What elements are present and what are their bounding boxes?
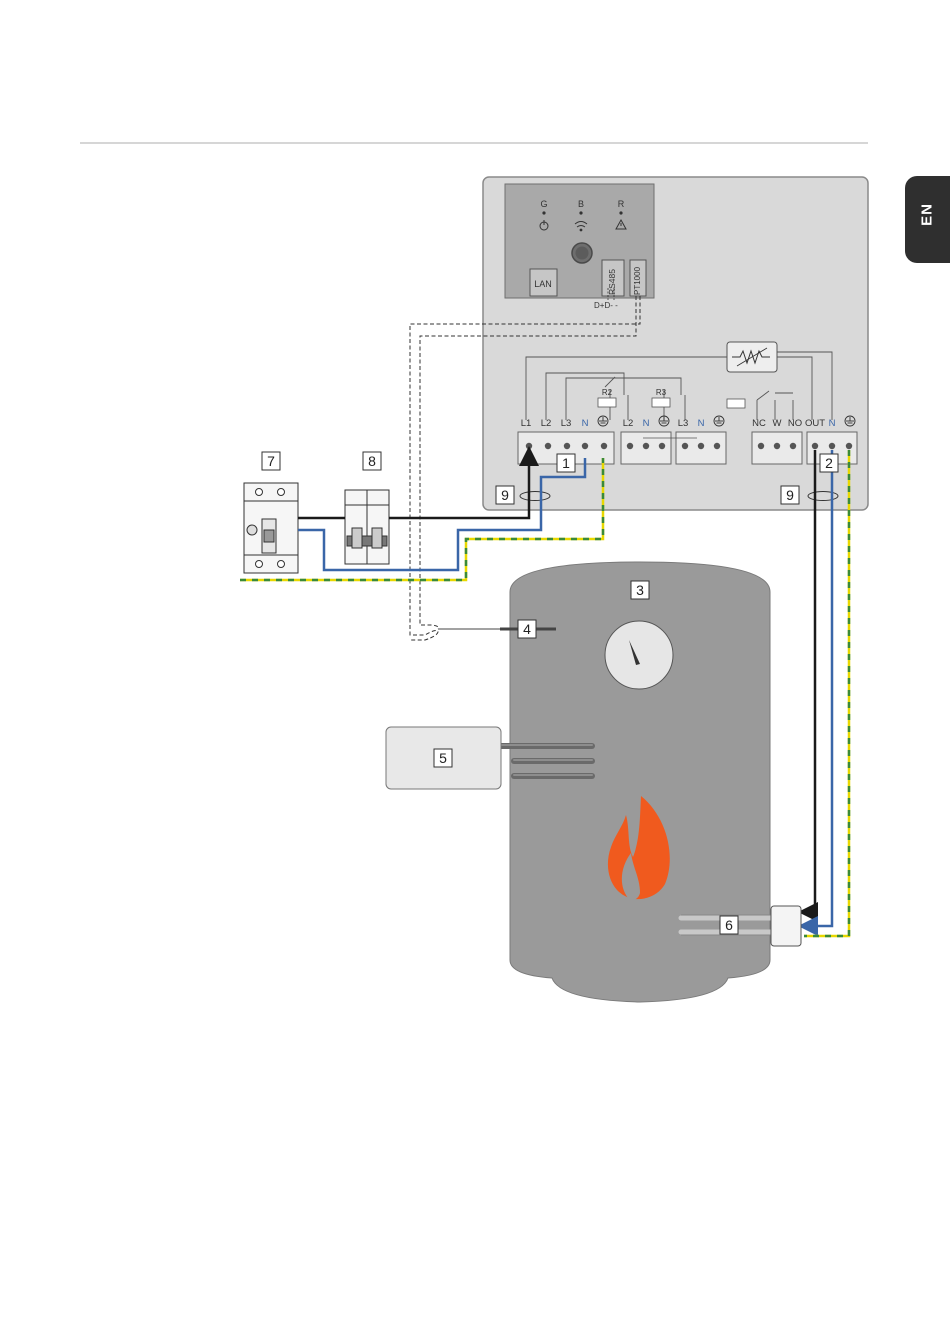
led-g [542, 211, 545, 214]
svg-text:3: 3 [636, 582, 644, 598]
term-label-out: OUT [805, 418, 825, 429]
relay-r3-coil [652, 398, 670, 407]
svg-text:8: 8 [368, 453, 376, 469]
term-label-no: NO [788, 418, 802, 429]
term-label-r2-l2: L2 [623, 418, 634, 429]
residual-current-device [244, 483, 298, 573]
term-label-l3: L3 [561, 418, 572, 429]
callout-8: 8 [363, 452, 381, 470]
thermometer-gauge [605, 621, 673, 689]
wire-out-earth-yellow [804, 450, 849, 936]
term-label-w: W [773, 418, 782, 429]
callout-4: 4 [518, 620, 536, 638]
term-label-l1: L1 [521, 418, 532, 429]
svg-text:1: 1 [562, 455, 570, 471]
relay-r2-coil [598, 398, 616, 407]
led-r [619, 211, 622, 214]
svg-text:5: 5 [439, 750, 447, 766]
term-label-n: N [582, 418, 589, 429]
svg-text:9: 9 [501, 487, 509, 503]
heating-rod-head [771, 906, 801, 946]
led-label-b: B [578, 199, 584, 209]
contact-relay-coil [727, 399, 745, 408]
callout-9-right: 9 [781, 486, 799, 504]
callout-5: 5 [434, 749, 452, 767]
callout-1: 1 [557, 454, 575, 472]
circuit-breaker [345, 490, 389, 564]
rs485-label: RS485 [607, 269, 617, 295]
reset-button-inner [576, 247, 589, 260]
callout-9-left: 9 [496, 486, 514, 504]
term-label-r2-n: N [643, 418, 650, 429]
relay-r3-label: R3 [656, 388, 667, 397]
svg-text:6: 6 [725, 917, 733, 933]
term-label-r3-n: N [698, 418, 705, 429]
term-label-l2: L2 [541, 418, 552, 429]
svg-text:2: 2 [825, 455, 833, 471]
svg-text:9: 9 [786, 487, 794, 503]
term-label-r3-l3: L3 [678, 418, 689, 429]
term-label-out-n: N [829, 418, 836, 429]
term-label-nc: NC [752, 418, 766, 429]
rs485-pins-label: D+D- - [594, 301, 618, 310]
relay-r2-label: R2 [602, 388, 613, 397]
svg-text:7: 7 [267, 453, 275, 469]
callout-3: 3 [631, 581, 649, 599]
wire-out-earth-green [804, 450, 849, 936]
led-label-r: R [618, 199, 625, 209]
wire-out-phase [808, 450, 815, 912]
callout-6: 6 [720, 916, 738, 934]
callout-7: 7 [262, 452, 280, 470]
led-b [579, 211, 582, 214]
wire-out-neutral [808, 450, 832, 926]
led-label-g: G [540, 199, 547, 209]
pt1000-label: PT1000 [633, 266, 642, 295]
lan-port-label: LAN [534, 279, 552, 289]
svg-text:4: 4 [523, 621, 531, 637]
callout-2: 2 [820, 454, 838, 472]
